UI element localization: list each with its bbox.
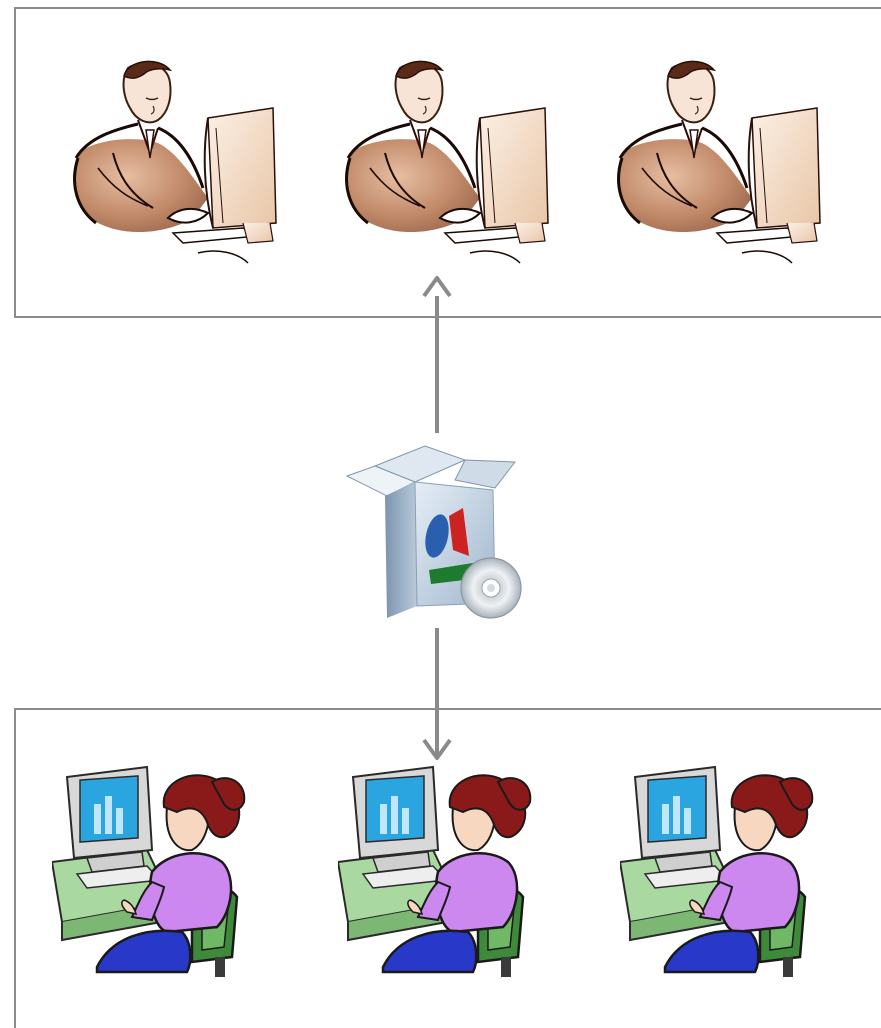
user-at-computer-icon: [52, 765, 246, 977]
developer-3: [602, 58, 832, 273]
user-1: [52, 762, 257, 977]
user-2: [338, 762, 543, 977]
software-package: [345, 438, 530, 623]
user-at-computer-icon: [620, 765, 814, 977]
developer-icon: [615, 59, 822, 265]
developer-icon: [343, 59, 550, 265]
developer-1: [58, 58, 288, 273]
developer-2: [330, 58, 560, 273]
developer-icon: [71, 59, 278, 265]
user-3: [620, 762, 825, 977]
software-package-icon: [345, 445, 522, 619]
user-at-computer-icon: [338, 765, 532, 977]
